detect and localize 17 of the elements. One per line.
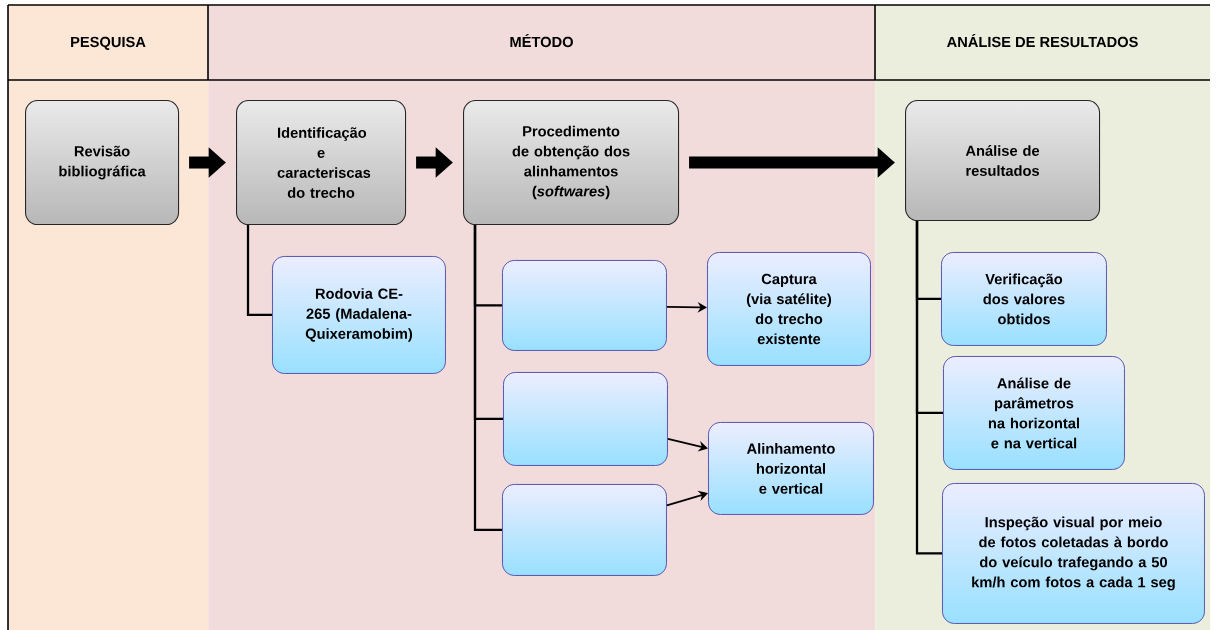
detail-box: Captura (via satélite) do trecho existente bbox=[707, 252, 871, 366]
step-box: Análise de resultados bbox=[905, 100, 1101, 222]
arrow bbox=[666, 490, 708, 507]
empty-box bbox=[503, 372, 668, 466]
tree-connector bbox=[473, 225, 502, 532]
tree-connector bbox=[246, 225, 272, 317]
tree-connector bbox=[915, 221, 942, 555]
step-box: Revisão bibliográfica bbox=[25, 100, 180, 226]
step-box: Identificação e caracteriscas do trecho bbox=[236, 100, 407, 226]
step-box: Procedimento de obtenção dos alinhamentos (softwares) bbox=[463, 100, 680, 226]
empty-box bbox=[502, 484, 667, 576]
detail-box: Análise de parâmetros na horizontal e na vertical bbox=[943, 356, 1125, 470]
detail-box: Verificação dos valores obtidos bbox=[941, 252, 1107, 346]
empty-box bbox=[502, 260, 667, 351]
detail-box: Rodovia CE-265 (Madalena-Quixeramobim) bbox=[272, 256, 446, 374]
detail-box: Inspeção visual por meio de fotos coletadas à bordo do veículo trafegando a 50 km/h com fotos a cada 1 seg bbox=[942, 483, 1205, 624]
detail-box: Alinhamento horizontal e vertical bbox=[708, 422, 874, 515]
